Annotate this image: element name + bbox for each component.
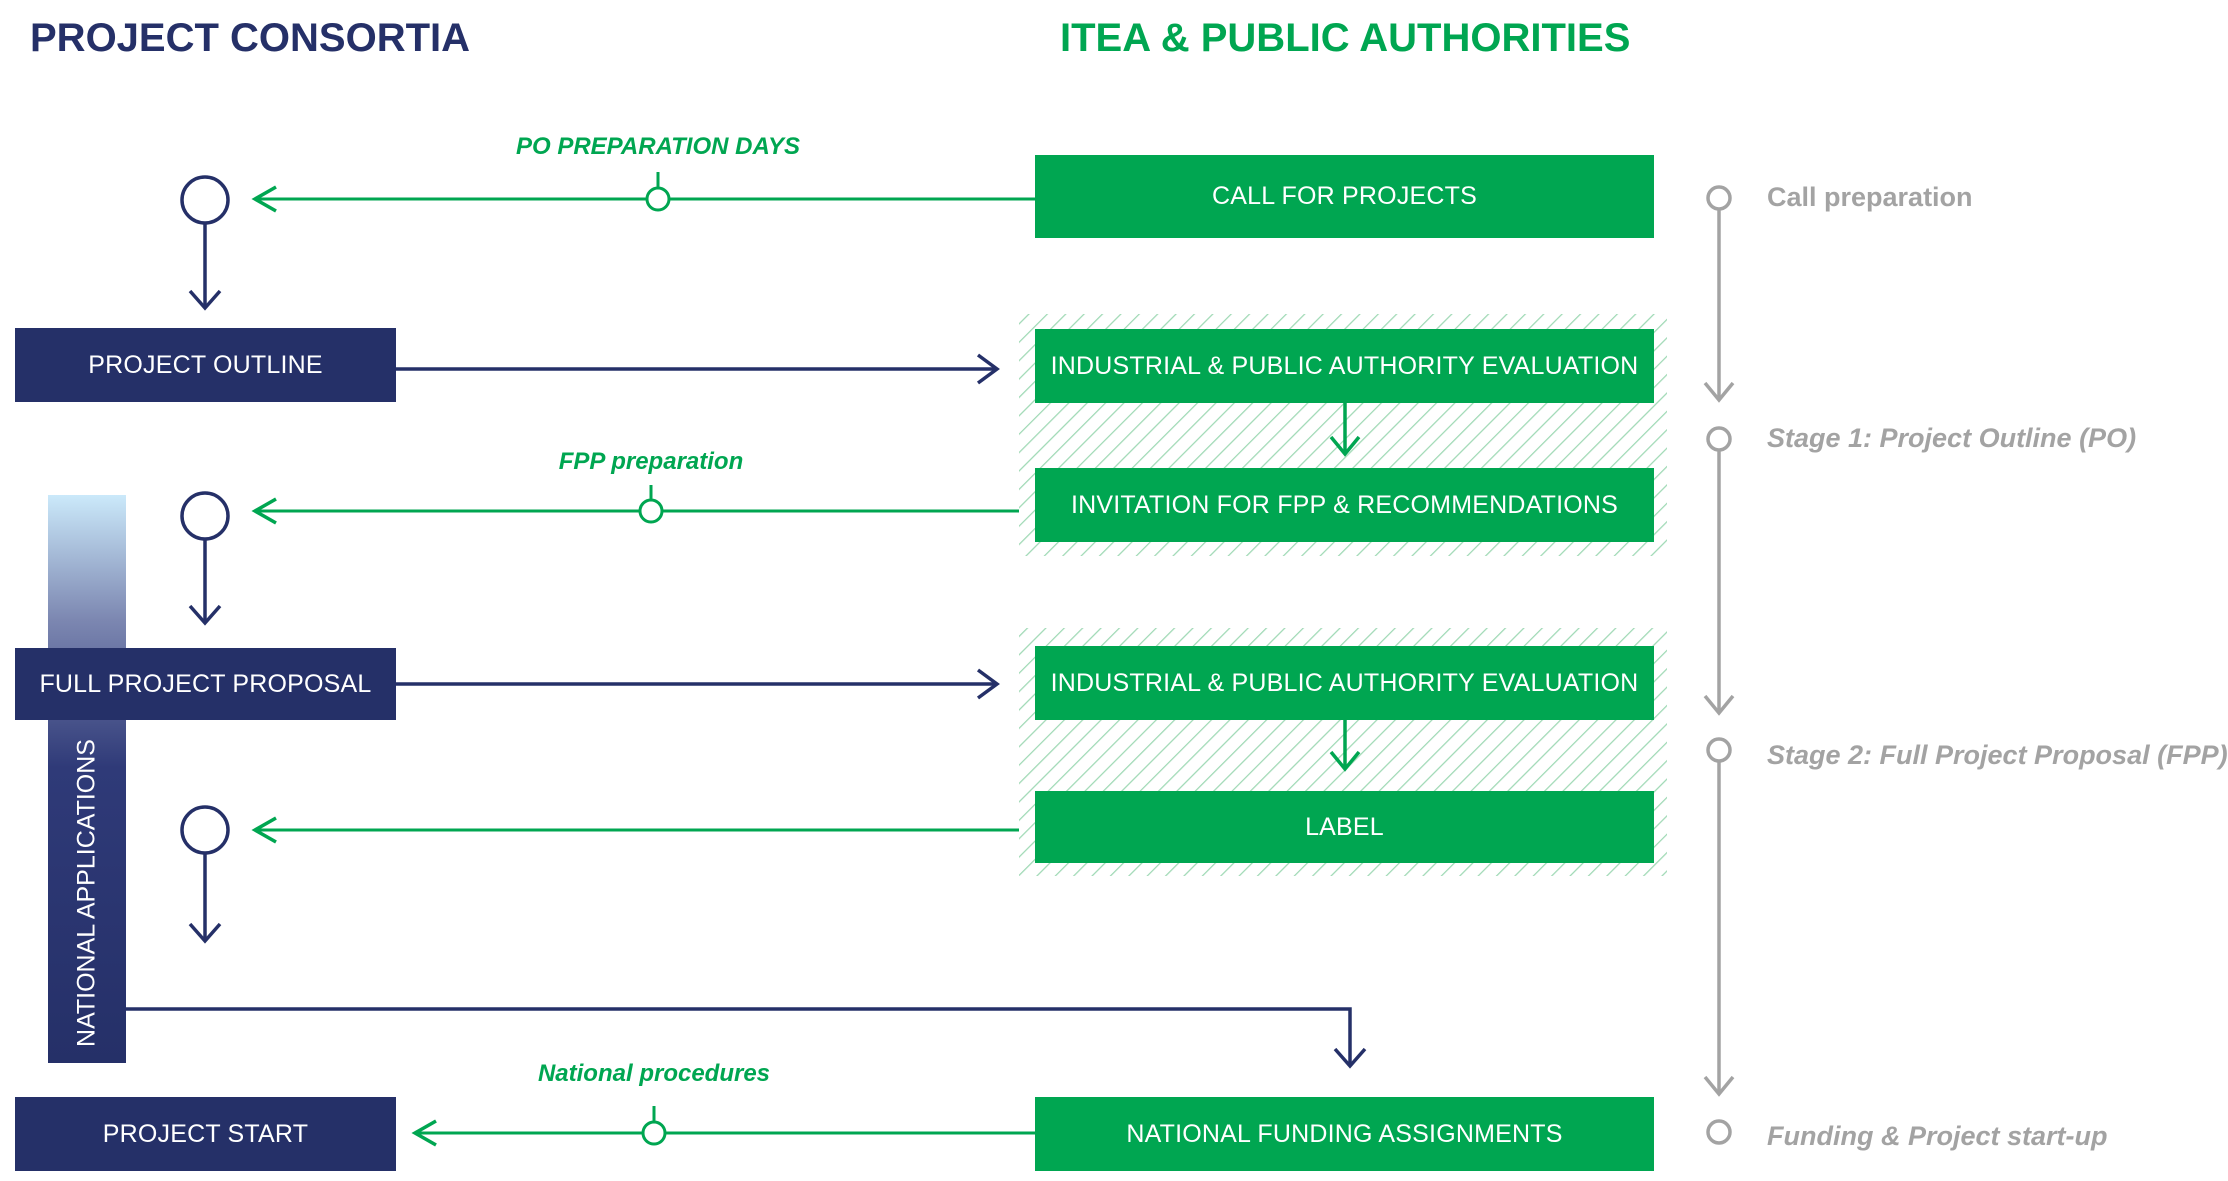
fpp-preparation-arrow — [251, 485, 1019, 525]
national-applications-bar — [48, 495, 126, 1063]
timeline-funding: Funding & Project start-up — [1767, 1121, 2108, 1151]
label-return-arrow — [251, 816, 1019, 844]
label-box: LABEL — [1035, 791, 1654, 863]
timeline-stage-1: Stage 1: Project Outline (PO) — [1767, 423, 2137, 453]
project-start-box: PROJECT START — [15, 1097, 396, 1171]
consortia-milestones — [180, 175, 230, 944]
evaluation-box-stage-1: INDUSTRIAL & PUBLIC AUTHORITY EVALUATION — [1035, 329, 1654, 403]
evaluation-down-arrows — [1329, 403, 1361, 772]
header-itea-public-authorities: ITEA & PUBLIC AUTHORITIES — [1060, 16, 1631, 60]
national-applications-label: NATIONAL APPLICATIONS — [72, 739, 101, 1047]
timeline-call-preparation: Call preparation — [1767, 182, 1973, 212]
project-outline-box: PROJECT OUTLINE — [15, 328, 396, 402]
timeline-stage-2: Stage 2: Full Project Proposal (FPP) — [1767, 740, 2228, 770]
national-funding-box: NATIONAL FUNDING ASSIGNMENTS — [1035, 1097, 1654, 1171]
timeline — [1703, 185, 1735, 1145]
po-preparation-arrow — [251, 172, 1035, 213]
invitation-fpp-box: INVITATION FOR FPP & RECOMMENDATIONS — [1035, 468, 1654, 542]
national-procedures-arrow — [411, 1106, 1035, 1147]
header-project-consortia: PROJECT CONSORTIA — [30, 16, 471, 60]
national-applications-arrow — [126, 1007, 1367, 1069]
submission-arrows — [396, 353, 1000, 700]
full-project-proposal-box: FULL PROJECT PROPOSAL — [15, 648, 396, 720]
po-preparation-label: PO PREPARATION DAYS — [515, 133, 801, 160]
national-procedures-label: National procedures — [537, 1060, 771, 1087]
evaluation-box-stage-2: INDUSTRIAL & PUBLIC AUTHORITY EVALUATION — [1035, 646, 1654, 720]
fpp-preparation-label: FPP preparation — [558, 448, 744, 475]
call-for-projects-box: CALL FOR PROJECTS — [1035, 155, 1654, 238]
